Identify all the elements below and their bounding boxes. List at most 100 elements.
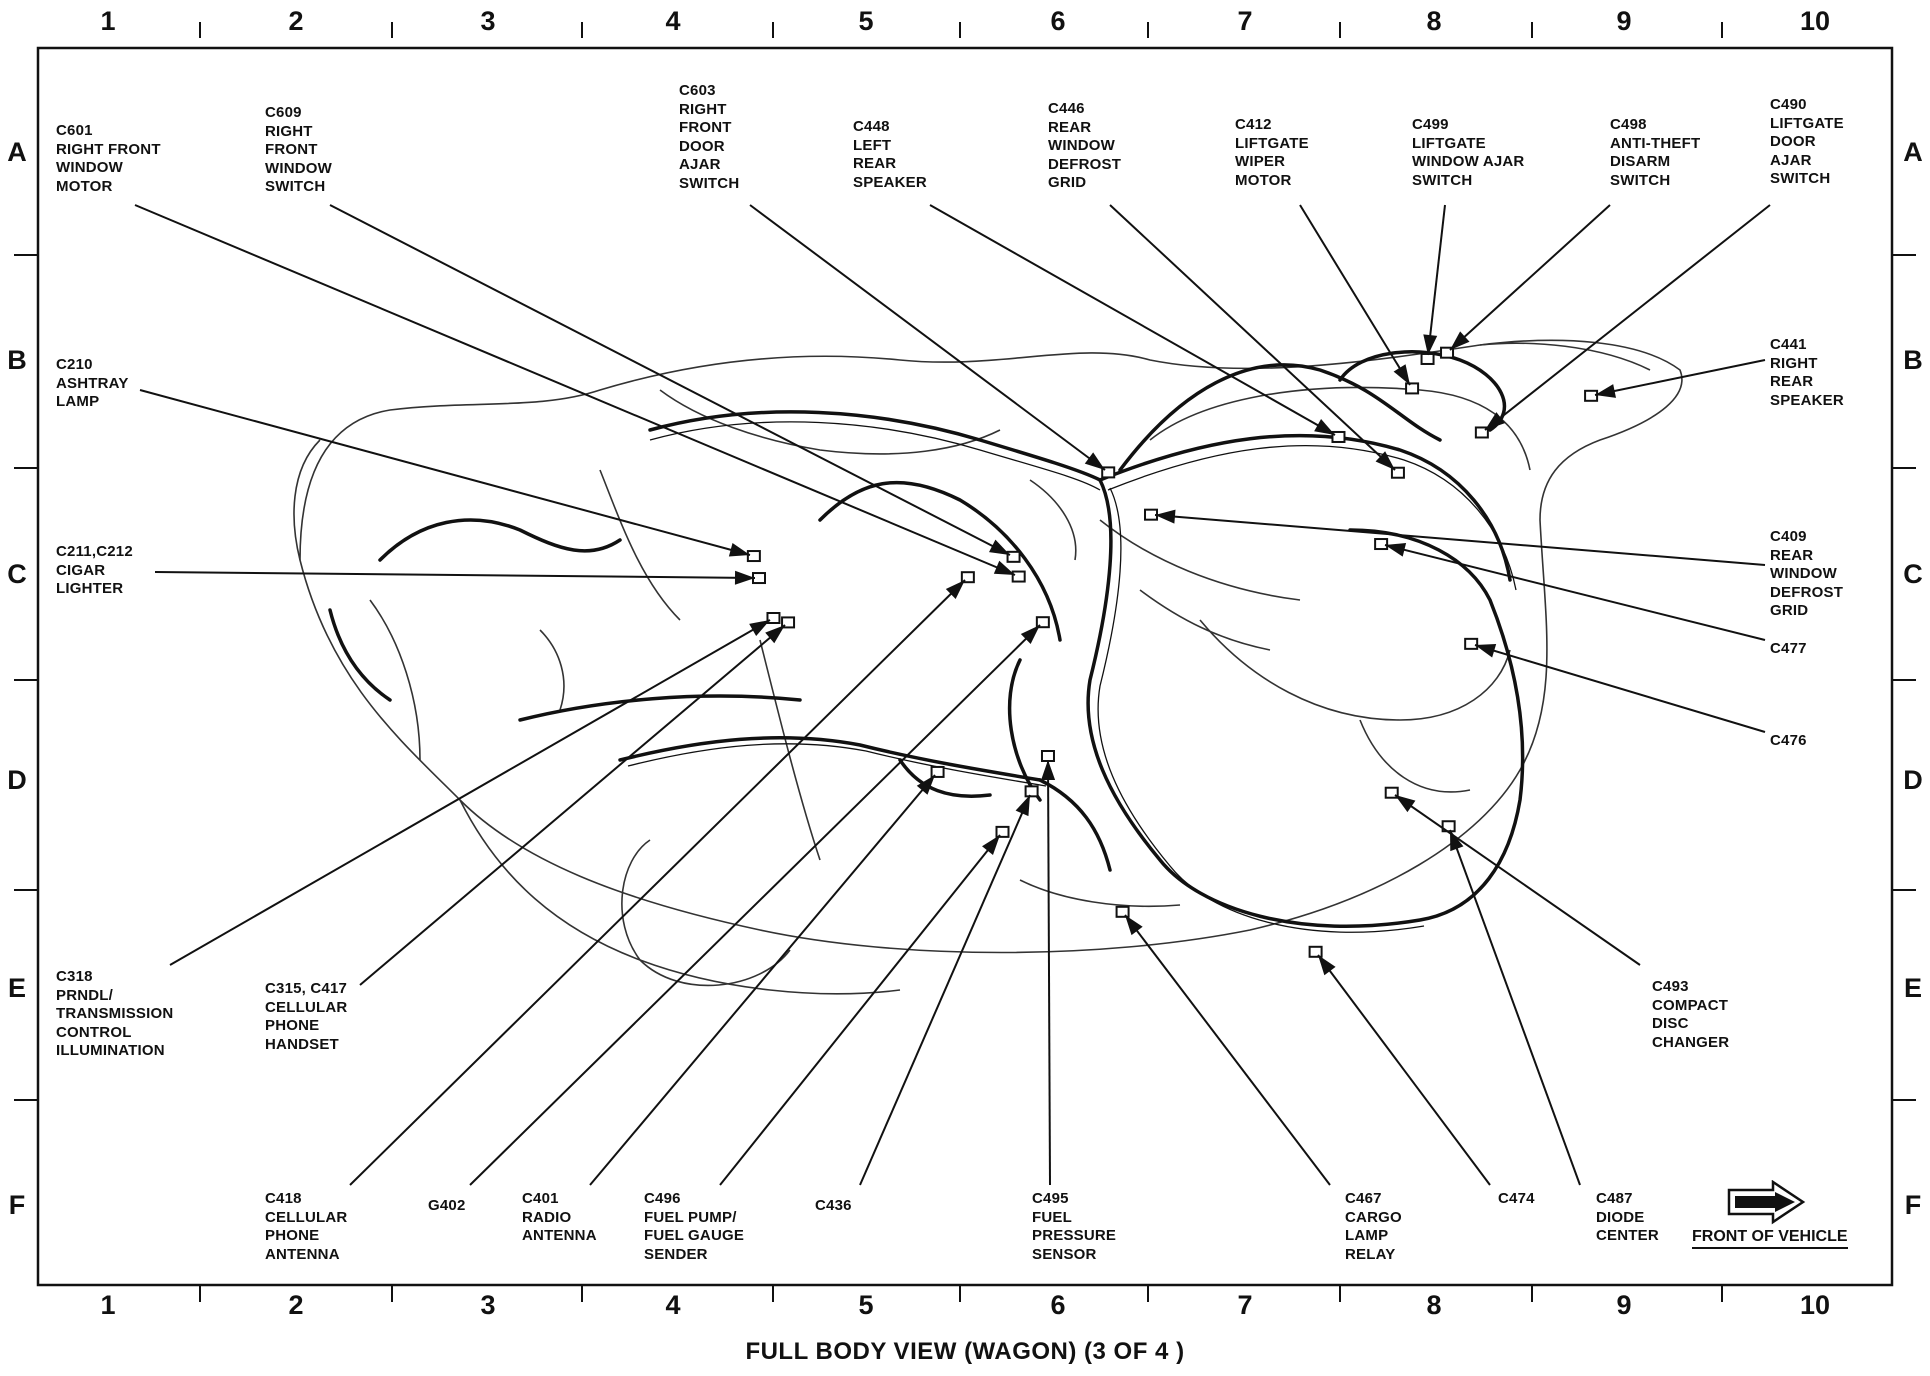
callout-description-line: SPEAKER [1770, 391, 1844, 409]
callout-connector-id: C609 [265, 104, 302, 121]
arrowhead-c436 [1015, 795, 1030, 817]
callout-description-line: REAR [1770, 373, 1814, 390]
grid-column-bottom-9: 9 [1616, 1290, 1632, 1320]
grid-row-left-B: B [7, 345, 27, 375]
leader-line-c441 [1594, 359, 1766, 396]
grid-row-left-F: F [8, 1190, 26, 1220]
callout-connector-id: C499 [1412, 116, 1449, 133]
callout-description-line: SWITCH [1770, 170, 1831, 187]
arrowhead-c498 [1450, 331, 1470, 350]
leader-line-c418 [349, 579, 966, 1186]
callout-description-line: LEFT [853, 136, 892, 154]
grid-column-bottom-8: 8 [1426, 1290, 1442, 1320]
arrowhead-c490 [1485, 412, 1506, 430]
grid-row-right-E: E [1903, 973, 1922, 1003]
callout-description-line: AJAR [1770, 151, 1812, 169]
connector-c436 [1024, 785, 1039, 798]
callout-description-line: CONTROL [56, 1023, 132, 1041]
connector-c412 [1405, 382, 1420, 395]
callout-description-line: WINDOW AJAR [1412, 153, 1525, 170]
callout-connector-id: C401 [522, 1190, 559, 1207]
callout-connector-id: C318 [56, 968, 93, 985]
callout-description-line: AJAR [679, 156, 721, 173]
grid-column-bottom-5: 5 [858, 1290, 874, 1320]
callout-description-line: DIODE [1596, 1208, 1645, 1226]
leader-line-c603 [749, 204, 1106, 471]
arrowhead-c418 [945, 580, 965, 600]
grid-column-top-1: 1 [100, 6, 116, 36]
connector-c495 [1040, 750, 1055, 763]
leader-line-c498 [1449, 204, 1611, 351]
callout-description-line: CIGAR [56, 561, 106, 579]
callout-description-line: CARGO [1345, 1208, 1402, 1226]
front-of-vehicle-label: FRONT OF VEHICLE [1692, 1228, 1848, 1249]
callout-description-line: FUEL PUMP/ [644, 1208, 737, 1226]
callout-description-line: SPEAKER [853, 173, 927, 191]
grid-row-left-A: A [7, 137, 27, 167]
connector-c498 [1440, 346, 1455, 359]
arrowhead-c601 [993, 560, 1015, 575]
connector-c603 [1101, 466, 1116, 479]
callout-description-line: PHONE [265, 1017, 320, 1034]
leader-line-c477 [1384, 544, 1766, 641]
arrowhead-c409 [1155, 509, 1176, 524]
callout-connector-id: C487 [1596, 1190, 1633, 1207]
connector-c499 [1420, 352, 1435, 365]
arrowhead-c448 [1314, 419, 1335, 435]
connector-c448 [1331, 430, 1346, 443]
grid-column-top-2: 2 [288, 6, 304, 36]
callout-connector-id: C476 [1770, 732, 1807, 749]
callout-description-line: LIFTGATE [1770, 114, 1844, 132]
arrowhead-c603 [1084, 452, 1105, 470]
callout-description-line: FUEL GAUGE [644, 1227, 745, 1244]
callout-description-line: DOOR [1770, 133, 1816, 150]
grid-column-bottom-2: 2 [288, 1290, 304, 1320]
connector-c315 [781, 616, 796, 629]
connector-g402 [1035, 616, 1050, 629]
leader-line-c609 [329, 204, 1011, 556]
callout-description-line: CHANGER [1652, 1033, 1730, 1051]
arrowhead-c401 [916, 775, 935, 795]
grid-column-top-9: 9 [1616, 6, 1632, 36]
arrowhead-c476 [1475, 644, 1497, 658]
grid-column-bottom-4: 4 [665, 1290, 681, 1320]
callout-connector-id: C467 [1345, 1190, 1382, 1207]
arrowhead-c446 [1375, 451, 1395, 470]
callout-connector-id: C490 [1770, 96, 1807, 113]
connector-c493 [1384, 786, 1399, 799]
leader-line-c496 [719, 834, 1001, 1186]
arrowhead-c467 [1125, 915, 1143, 936]
leader-line-c487 [1449, 829, 1581, 1186]
callout-description-line: REAR [1770, 546, 1814, 564]
grid-row-right-C: C [1903, 559, 1923, 589]
connector-c474 [1308, 945, 1323, 958]
grid-column-bottom-10: 10 [1799, 1290, 1831, 1320]
callout-c474: C474 [1498, 1190, 1535, 1209]
callout-description-line: ANTENNA [522, 1227, 597, 1244]
callout-description-line: DEFROST [1048, 155, 1122, 173]
arrowhead-c441 [1595, 384, 1617, 398]
callout-description-line: LAMP [1345, 1227, 1389, 1244]
callout-description-line: WINDOW [1048, 137, 1116, 154]
callout-connector-id: C409 [1770, 528, 1807, 545]
connector-c467 [1115, 905, 1130, 918]
leader-line-c474 [1317, 954, 1491, 1186]
callout-description-line: WINDOW [56, 159, 124, 176]
grid-row-right-A: A [1903, 137, 1923, 167]
callout-connector-id: C315, C417 [265, 980, 348, 997]
arrowhead-c499 [1423, 334, 1438, 355]
callout-description-line: CELLULAR [265, 1208, 348, 1226]
grid-column-top-8: 8 [1426, 6, 1442, 36]
grid-row-right-F: F [1904, 1190, 1922, 1220]
callout-c436: C436 [815, 1197, 852, 1216]
